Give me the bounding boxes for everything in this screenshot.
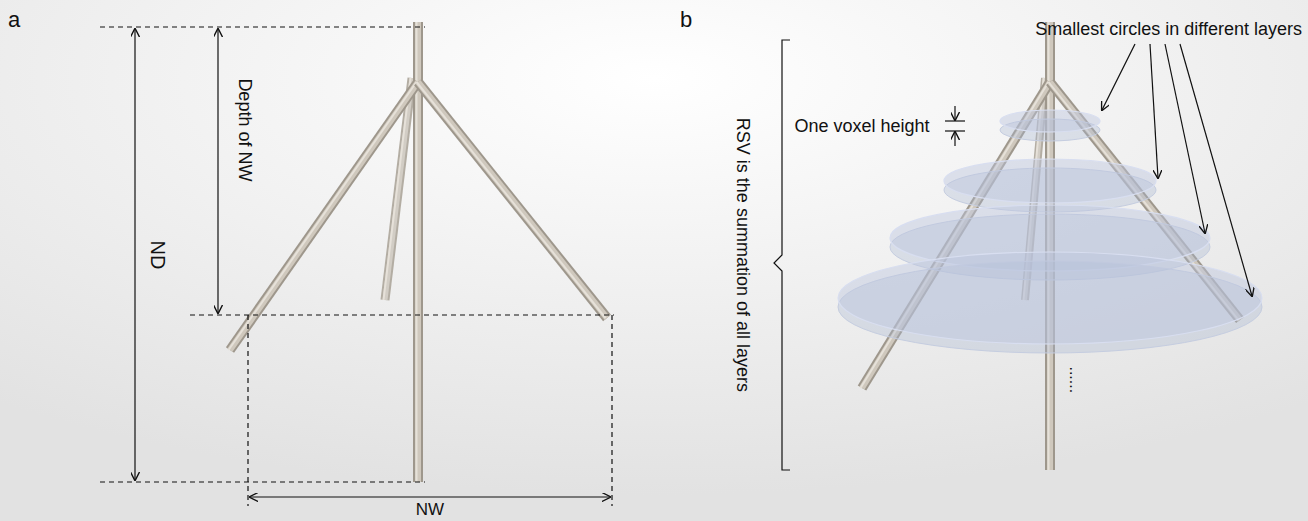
leader-lines — [945, 120, 965, 121]
disc-top — [838, 252, 1262, 344]
dimension-lines — [100, 481, 425, 482]
annotation-label: One voxel height — [794, 117, 929, 137]
root-model — [861, 22, 1241, 470]
dimension-lines — [100, 26, 425, 27]
leader-lines — [1102, 44, 1135, 110]
leader-lines — [954, 106, 955, 120]
leader-lines — [1165, 44, 1205, 233]
layer-disc — [838, 252, 1262, 353]
rod-body — [230, 82, 418, 350]
leader-lines — [1150, 44, 1158, 178]
leader-lines — [945, 130, 965, 131]
root-model — [229, 22, 608, 482]
leader-lines — [774, 40, 1252, 470]
layer-disc — [1000, 110, 1100, 141]
dimension-lines — [217, 29, 218, 313]
disc-top — [944, 159, 1156, 203]
layer-disc — [944, 159, 1156, 212]
rod-body — [418, 82, 607, 318]
annotation-label: Depth of NW — [235, 78, 255, 181]
dimension-lines — [100, 27, 614, 506]
disc-top — [1000, 110, 1100, 132]
annotation-label: RSV is the summation of all layers — [732, 118, 752, 392]
layer-discs — [838, 110, 1262, 353]
leader-lines — [1180, 44, 1252, 296]
rod-highlight — [417, 82, 606, 318]
rod-highlight — [229, 82, 417, 350]
dimension-lines — [100, 27, 614, 506]
root-segment — [417, 82, 608, 318]
dimension-lines — [611, 315, 612, 506]
leader-lines — [774, 40, 790, 470]
dimension-lines — [247, 315, 248, 506]
annotation-label: NW — [416, 501, 444, 520]
annotation-label: ND — [147, 241, 169, 270]
root-segment — [229, 82, 419, 350]
annotation-label: ...... — [1066, 367, 1084, 394]
leader-lines — [954, 132, 955, 146]
rod-outline — [230, 82, 418, 350]
panel-letter: b — [680, 8, 692, 32]
dimension-lines — [190, 314, 614, 315]
dimension-lines — [134, 29, 135, 480]
annotation-label: Smallest circles in different layers — [1035, 20, 1302, 40]
dimension-lines — [250, 496, 610, 497]
rod-outline — [418, 82, 607, 318]
panel-letter: a — [8, 8, 20, 32]
